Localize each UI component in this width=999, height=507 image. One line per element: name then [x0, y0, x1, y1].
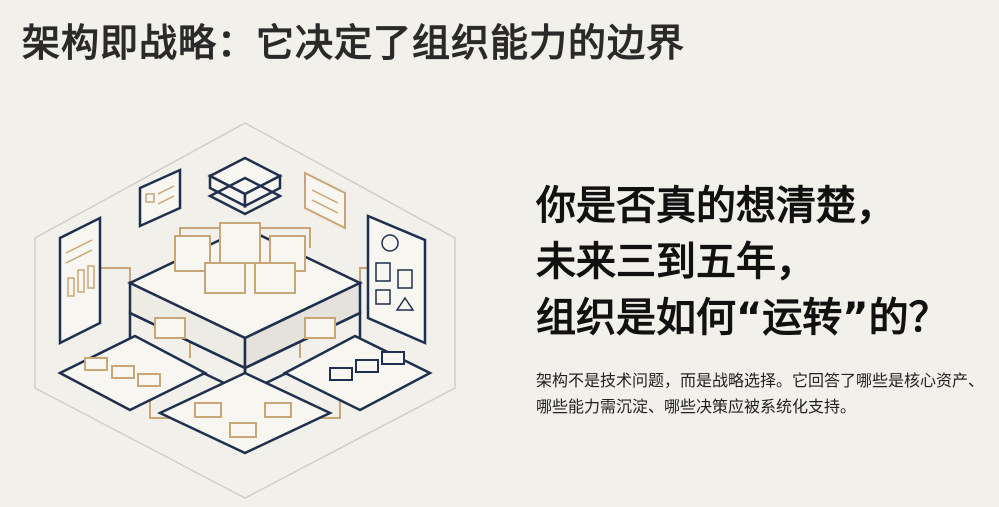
body-text: 架构不是技术问题，而是战略选择。它回答了哪些是核心资产、哪些能力需沉淀、哪些决策… [536, 371, 985, 416]
headline: 你是否真的想清楚， 未来三到五年， 组织是如何“运转”的？ [536, 178, 986, 346]
page-title: 架构即战略：它决定了组织能力的边界 [22, 21, 686, 65]
headline-line: 你是否真的想清楚， [536, 183, 896, 229]
isometric-architecture-icon [34, 122, 456, 499]
headline-line: 组织是如何“运转”的？ [536, 295, 949, 341]
headline-line: 未来三到五年， [536, 239, 816, 285]
